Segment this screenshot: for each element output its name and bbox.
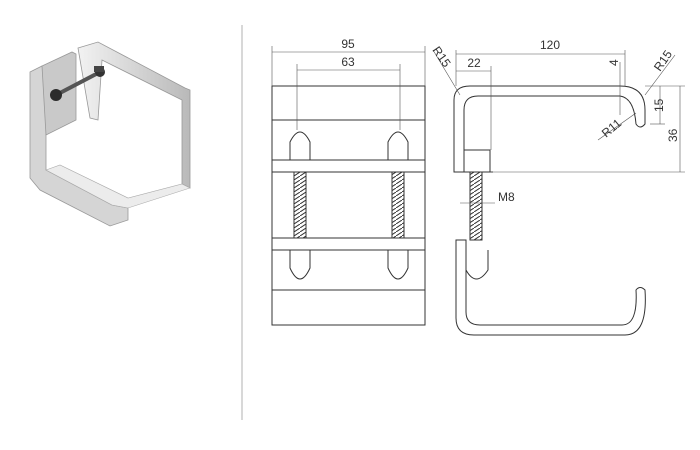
dim-total-height: 36	[666, 128, 680, 142]
bolt-right	[387, 131, 409, 280]
dim-gap: 4	[607, 59, 621, 66]
front-view: 95 63	[271, 37, 426, 326]
bolt-left	[289, 131, 311, 280]
dim-hook-height: 15	[652, 98, 666, 112]
dim-leg-offset: 22	[467, 56, 481, 70]
dim-bolt-spacing: 63	[341, 55, 355, 69]
dim-bolt: M8	[498, 190, 515, 204]
isometric-render	[29, 41, 191, 227]
dim-radius-left: R15	[430, 44, 454, 70]
side-view: 120 22 R15 4 R15 15 R11 36 M8	[430, 38, 685, 336]
dim-width: 95	[341, 37, 355, 51]
dim-radius-right: R15	[651, 47, 675, 73]
dim-length: 120	[540, 38, 560, 52]
